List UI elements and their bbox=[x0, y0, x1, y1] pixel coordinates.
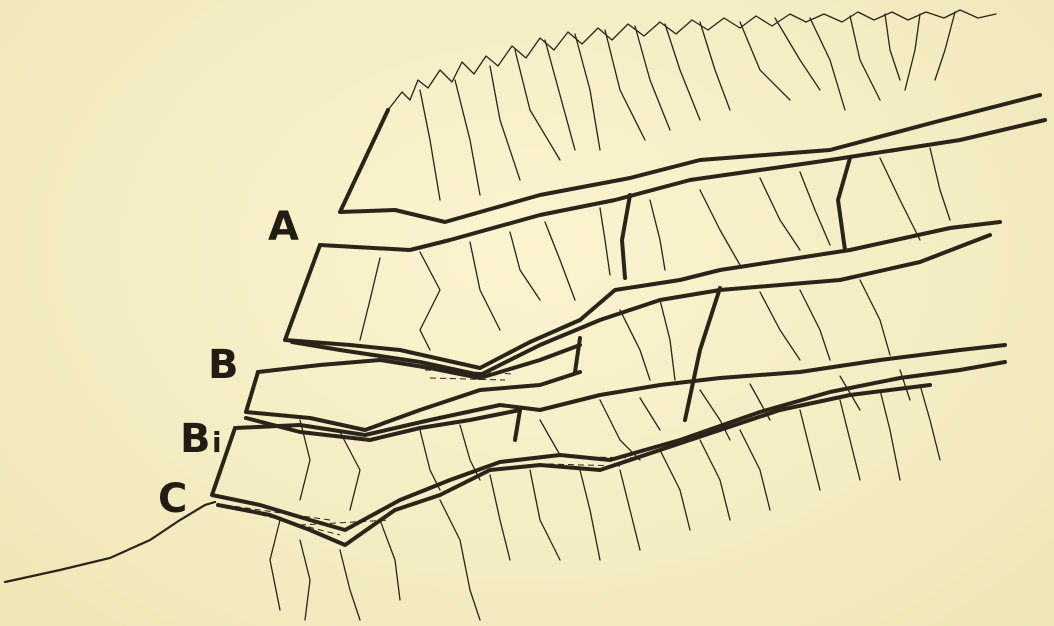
middle-cracks bbox=[360, 148, 950, 380]
divider-4 bbox=[575, 338, 580, 372]
divider-5 bbox=[515, 410, 520, 440]
cliff-crest bbox=[388, 10, 996, 110]
label-bi-sub: i bbox=[212, 426, 222, 459]
top-cracks bbox=[420, 12, 955, 200]
label-bi: B bbox=[180, 416, 211, 462]
terrace-c-lower bbox=[218, 385, 930, 545]
divider-2 bbox=[838, 158, 850, 250]
terrace-c bbox=[212, 362, 1005, 530]
divider-1 bbox=[622, 195, 630, 278]
top-terrace-edge bbox=[340, 95, 1040, 222]
label-a: A bbox=[268, 204, 299, 250]
terrace-a-block bbox=[285, 222, 1000, 368]
label-c: C bbox=[158, 476, 187, 522]
terrace-b-upper bbox=[246, 372, 580, 430]
label-b: B bbox=[208, 342, 239, 388]
lower-cracks bbox=[270, 370, 940, 620]
divider-3 bbox=[685, 288, 720, 420]
